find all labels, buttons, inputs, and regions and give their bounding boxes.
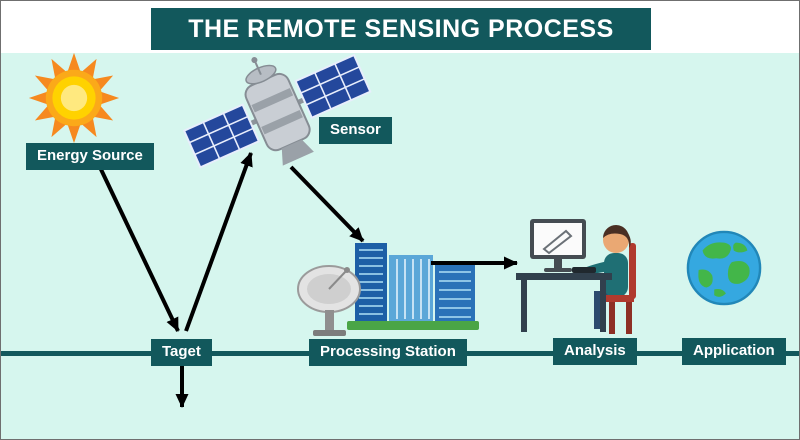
processing-station-label: Processing Station <box>309 339 467 366</box>
page-title: THE REMOTE SENSING PROCESS <box>151 8 651 50</box>
arrow-target-to-sensor <box>184 152 253 332</box>
energy-source-label: Energy Source <box>26 143 154 170</box>
analyst-at-computer-icon <box>516 213 646 338</box>
target-label: Taget <box>151 339 212 366</box>
application-label: Application <box>682 338 786 365</box>
satellite-icon <box>183 43 373 178</box>
arrow-sun-to-target <box>95 160 180 332</box>
sensor-label: Sensor <box>319 117 392 144</box>
sun-icon <box>27 51 121 145</box>
arrow-sensor-to-processing-station <box>289 165 365 243</box>
ground-station-dish-and-buildings-icon <box>297 237 482 339</box>
analysis-label: Analysis <box>553 338 637 365</box>
earth-globe-icon <box>685 229 763 307</box>
